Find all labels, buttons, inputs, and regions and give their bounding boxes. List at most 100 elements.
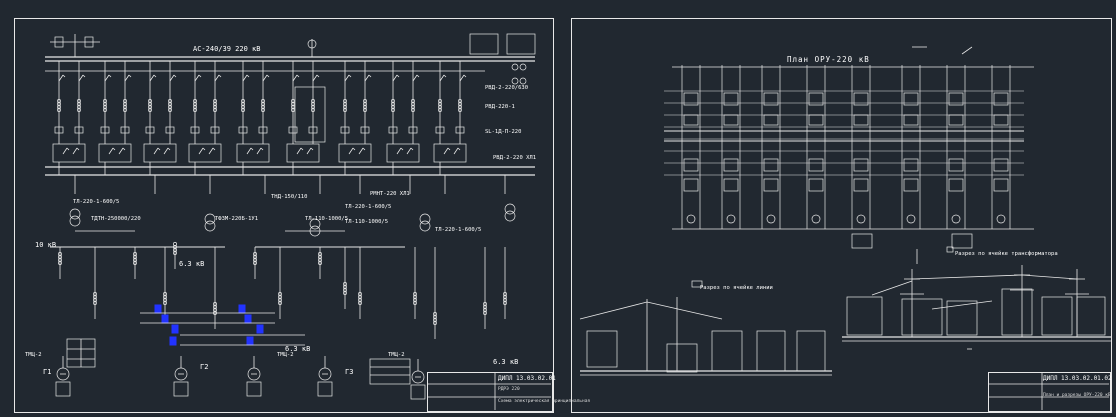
generator-housing bbox=[246, 381, 262, 397]
inductor-coil bbox=[57, 108, 61, 112]
breaker-contact bbox=[108, 74, 112, 78]
plan-equipment bbox=[763, 158, 779, 172]
title-block-subtitle: РДРЭ 220 bbox=[498, 387, 520, 392]
bay-cell bbox=[433, 143, 467, 163]
inductor-coil bbox=[241, 108, 245, 112]
breaker-contact bbox=[212, 147, 216, 151]
breaker-contact bbox=[362, 147, 366, 151]
section-structure bbox=[1076, 296, 1106, 336]
inductor-coil bbox=[458, 108, 462, 112]
generator-housing bbox=[317, 381, 333, 397]
bay-cell bbox=[143, 143, 177, 163]
plan-equipment bbox=[948, 178, 964, 192]
bay-cell bbox=[52, 143, 86, 163]
transformer-winding bbox=[309, 225, 321, 237]
blue-switchgear bbox=[161, 314, 169, 324]
generator-label: Г2 bbox=[200, 363, 209, 371]
breaker-contact bbox=[348, 147, 354, 155]
inductor-coil bbox=[213, 108, 217, 112]
plan-equipment bbox=[683, 158, 699, 172]
current-transformer bbox=[435, 126, 445, 134]
breaker-contact bbox=[153, 74, 157, 78]
single-line-diagram-drawing bbox=[45, 33, 551, 410]
breaker-contact bbox=[82, 74, 86, 78]
feeder-label: РВД-220-1 bbox=[485, 104, 515, 110]
current-transformer bbox=[408, 126, 418, 134]
breaker-contact bbox=[344, 74, 350, 82]
inductor-coil bbox=[311, 108, 315, 112]
cabinet-box bbox=[506, 33, 536, 55]
breaker-contact bbox=[463, 74, 467, 78]
section-structure bbox=[796, 330, 826, 372]
breaker-contact bbox=[296, 147, 302, 155]
transformer-winding bbox=[504, 203, 516, 215]
plan-equipment bbox=[903, 178, 919, 192]
breaker-contact bbox=[108, 147, 114, 155]
blue-switchgear bbox=[154, 304, 162, 314]
inductor-coil bbox=[413, 301, 417, 305]
breaker-contact bbox=[292, 74, 298, 82]
breaker-contact bbox=[310, 147, 314, 151]
current-transformer bbox=[238, 126, 248, 134]
inductor-coil bbox=[438, 108, 442, 112]
breaker-contact bbox=[62, 147, 68, 155]
plan-foundation bbox=[906, 214, 916, 224]
inductor-coil bbox=[93, 301, 97, 305]
breaker-contact bbox=[169, 74, 175, 82]
plan-equipment bbox=[993, 178, 1009, 192]
breaker-contact bbox=[300, 147, 304, 151]
plan-foundation bbox=[811, 214, 821, 224]
current-transformer bbox=[210, 126, 220, 134]
breaker-contact bbox=[260, 147, 264, 151]
cable-label: ТЛ-220-1-600/5 bbox=[73, 199, 120, 205]
plan-foundation bbox=[686, 214, 696, 224]
bay-cell bbox=[286, 143, 320, 163]
switch-box bbox=[84, 36, 94, 48]
plan-equipment bbox=[808, 114, 824, 126]
plan-equipment bbox=[723, 178, 739, 192]
breaker-contact bbox=[406, 147, 412, 155]
plan-equipment bbox=[808, 92, 824, 106]
plan-equipment bbox=[851, 233, 873, 249]
blue-switchgear bbox=[171, 324, 179, 334]
plan-foundation bbox=[726, 214, 736, 224]
breaker-contact bbox=[443, 74, 447, 78]
section-structure bbox=[1001, 288, 1033, 336]
cable-label: РМНТ-220 ХЛ1 bbox=[370, 191, 410, 197]
breaker-contact bbox=[256, 147, 262, 155]
inductor-coil bbox=[148, 108, 152, 112]
breaker-contact bbox=[400, 147, 404, 151]
blue-switchgear bbox=[244, 314, 252, 324]
transformer-winding bbox=[204, 220, 216, 232]
breaker-contact bbox=[453, 147, 459, 155]
breaker-contact bbox=[396, 74, 400, 78]
breaker-contact bbox=[246, 147, 252, 155]
cable-label: ТЛ-110-1000/5 bbox=[345, 219, 389, 225]
breaker-contact bbox=[416, 74, 420, 78]
section-label: Разрез по ячейке трансформатора bbox=[955, 251, 1058, 257]
breaker-contact bbox=[153, 147, 159, 155]
breaker-contact bbox=[410, 147, 414, 151]
breaker-contact bbox=[76, 147, 80, 151]
plan-foundation bbox=[856, 214, 866, 224]
plan-equipment bbox=[763, 178, 779, 192]
plan-equipment bbox=[993, 92, 1009, 106]
bus-coupler-frame bbox=[294, 86, 326, 143]
inductor-coil bbox=[503, 301, 507, 305]
inductor-coil bbox=[483, 311, 487, 315]
bay-cell bbox=[236, 143, 270, 163]
plan-equipment bbox=[903, 92, 919, 106]
inductor-coil bbox=[433, 321, 437, 325]
current-transformer bbox=[288, 126, 298, 134]
breaker-contact bbox=[173, 74, 177, 78]
single-line-diagram-sheet: АС-240/39 220 кВ РВД-2-220/630 РВД-220-1… bbox=[14, 18, 590, 413]
transformer-label: ТМЦ-2 bbox=[25, 352, 42, 358]
plan-equipment bbox=[808, 158, 824, 172]
current-transformer bbox=[258, 126, 268, 134]
breaker-contact bbox=[58, 74, 64, 82]
cable-label: ТНД-150/110 bbox=[271, 194, 308, 200]
breaker-contact bbox=[198, 74, 202, 78]
current-transformer bbox=[165, 126, 175, 134]
breaker-contact bbox=[194, 74, 200, 82]
breaker-contact bbox=[316, 74, 320, 78]
